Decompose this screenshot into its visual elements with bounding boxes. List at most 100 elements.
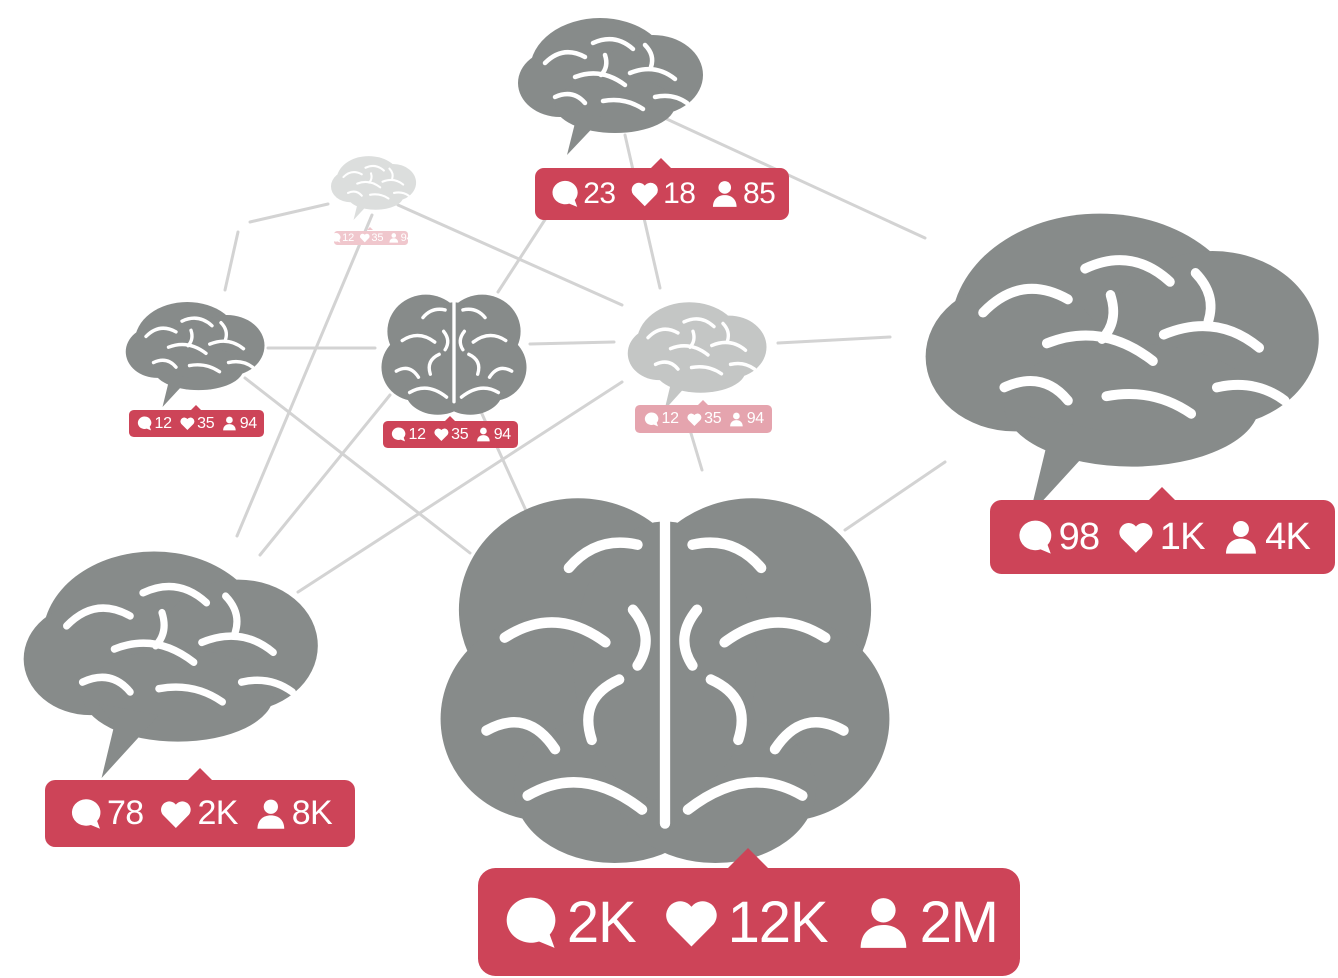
connection-line <box>776 335 892 345</box>
likes-count: 12K <box>727 889 829 955</box>
stats-badge-faint: 12 35 94 <box>330 227 413 245</box>
stats-badge-center-small: 12 35 94 <box>383 415 518 448</box>
followers-stat: 94 <box>388 232 413 244</box>
brain-center-large-icon <box>436 475 894 870</box>
user-icon <box>730 412 744 426</box>
comments-stat: 23 <box>549 177 616 211</box>
connection-line <box>243 376 472 555</box>
brain-left-small-icon <box>116 292 266 407</box>
followers-stat: 94 <box>221 415 257 433</box>
connection-line <box>396 203 624 307</box>
comment-bubble-icon <box>552 181 578 208</box>
heart-icon <box>631 183 658 207</box>
comment-bubble-icon <box>506 897 556 948</box>
connection-line <box>223 230 240 292</box>
heart-icon <box>434 428 449 442</box>
comments-stat: 12 <box>136 415 172 433</box>
comment-bubble-icon <box>71 798 101 829</box>
comments-stat: 2K <box>500 889 637 956</box>
brain-top-icon <box>505 5 705 155</box>
user-icon <box>712 181 737 208</box>
connection-line <box>258 393 392 557</box>
stats-badge-right-large: 98 1K 4K <box>990 487 1335 574</box>
likes-count: 35 <box>197 414 215 432</box>
followers-stat: 8K <box>253 794 333 833</box>
comments-count: 98 <box>1058 515 1101 558</box>
comment-bubble-icon <box>330 233 341 243</box>
likes-stat: 35 <box>359 232 383 244</box>
followers-count: 94 <box>400 232 413 244</box>
likes-stat: 18 <box>629 177 696 211</box>
likes-count: 1K <box>1159 515 1206 558</box>
comments-count: 12 <box>408 425 426 443</box>
stats-badge-left-medium: 78 2K 8K <box>45 768 355 847</box>
likes-count: 35 <box>451 425 469 443</box>
brain-faint-icon <box>325 150 417 220</box>
user-icon <box>223 416 237 431</box>
stats-badge-right-small: 12 35 94 <box>635 399 772 433</box>
likes-stat: 2K <box>158 794 239 833</box>
followers-count: 94 <box>493 425 511 443</box>
user-icon <box>860 897 907 948</box>
connection-line <box>496 213 550 294</box>
comment-bubble-icon <box>391 427 406 442</box>
comment-bubble-icon <box>644 412 659 426</box>
heart-icon <box>666 900 717 947</box>
likes-count: 35 <box>704 410 722 427</box>
stats-badge-left-small: 12 35 94 <box>129 404 264 437</box>
brain-right-large-icon <box>898 185 1323 515</box>
followers-count: 4K <box>1265 515 1311 558</box>
likes-stat: 35 <box>433 426 469 444</box>
likes-stat: 35 <box>686 410 722 428</box>
comments-count: 12 <box>342 232 354 244</box>
likes-count: 2K <box>197 794 239 832</box>
followers-stat: 94 <box>728 410 764 428</box>
heart-icon <box>687 413 702 426</box>
likes-stat: 1K <box>1116 516 1205 559</box>
likes-stat: 35 <box>179 415 215 433</box>
likes-stat: 12K <box>661 889 829 956</box>
comments-count: 78 <box>107 794 144 832</box>
user-icon <box>477 427 491 442</box>
comments-count: 2K <box>566 889 637 955</box>
followers-count: 94 <box>746 410 764 427</box>
connection-line <box>656 113 927 240</box>
heart-icon <box>180 417 195 431</box>
followers-count: 85 <box>743 177 776 210</box>
heart-icon <box>359 233 370 243</box>
comment-bubble-icon <box>137 416 152 431</box>
followers-count: 2M <box>919 889 999 955</box>
connection-line <box>688 428 704 472</box>
heart-icon <box>1119 523 1153 553</box>
stats-badge-top: 23 18 85 <box>535 157 789 220</box>
likes-count: 35 <box>371 232 384 244</box>
connection-line <box>235 213 374 538</box>
followers-count: 8K <box>291 794 333 832</box>
connection-line <box>528 340 616 346</box>
comments-stat: 12 <box>390 426 426 444</box>
connection-line <box>296 380 624 594</box>
brain-left-medium-icon <box>3 530 321 778</box>
likes-count: 18 <box>663 177 696 210</box>
comments-count: 23 <box>583 177 616 210</box>
connection-line <box>248 202 330 224</box>
connection-line <box>843 460 947 532</box>
comments-count: 12 <box>661 410 679 427</box>
user-icon <box>257 799 284 829</box>
stats-badge-center-large: 2K 12K 2M <box>478 848 1020 976</box>
brain-right-small-icon <box>618 292 768 410</box>
followers-stat: 4K <box>1221 515 1311 559</box>
followers-count: 94 <box>239 414 257 432</box>
comments-stat: 12 <box>330 232 354 244</box>
followers-stat: 94 <box>475 426 511 444</box>
user-icon <box>389 233 399 243</box>
comments-count: 12 <box>154 414 172 432</box>
user-icon <box>1226 521 1257 554</box>
brain-center-small-icon <box>380 287 528 417</box>
followers-stat: 2M <box>853 889 999 956</box>
comments-stat: 78 <box>68 794 144 833</box>
heart-icon <box>161 801 192 828</box>
followers-stat: 85 <box>709 177 776 211</box>
